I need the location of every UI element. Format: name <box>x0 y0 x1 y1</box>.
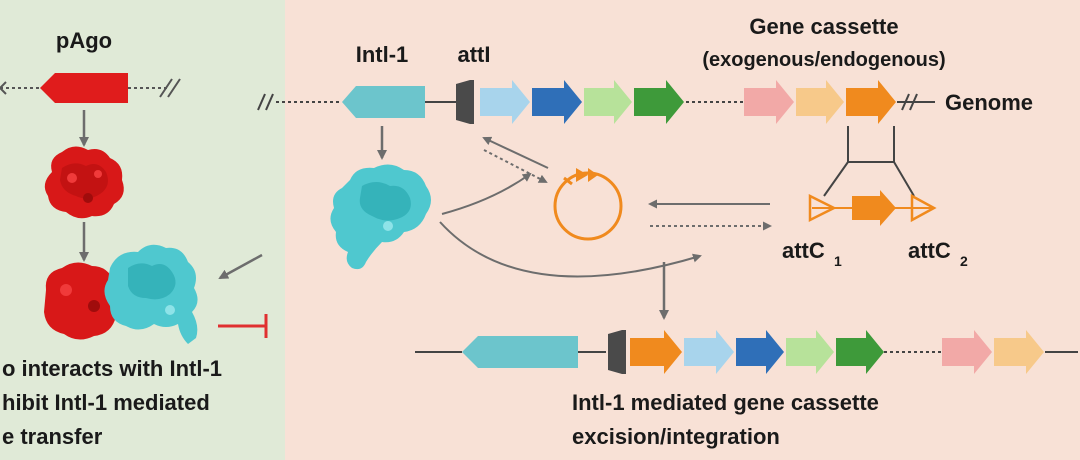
result-gene-pink <box>942 330 992 374</box>
result-atti-site <box>608 330 626 374</box>
incoming-intl1-arrow <box>218 253 263 280</box>
right-caption-line-1: Intl-1 mediated gene cassette <box>572 390 879 415</box>
integration-arrow-to-atti <box>482 136 549 169</box>
result-intl1-gene <box>462 336 578 368</box>
intl1-long-curve-arrow <box>439 221 702 278</box>
result-gene-light-blue <box>684 330 734 374</box>
cassette-gene-dark-blue <box>532 80 582 124</box>
result-gene-orange <box>630 330 682 374</box>
pago-protein-structure <box>44 146 124 219</box>
result-gene-light-green <box>786 330 834 374</box>
svg-text:attC: attC <box>908 238 951 263</box>
result-gene-peach <box>994 330 1044 374</box>
right-caption-line-2: excision/integration <box>572 424 780 449</box>
attc1-label: attC 1 <box>782 238 842 269</box>
result-gene-dark-green <box>836 330 884 374</box>
genome-label: Genome <box>945 90 1033 115</box>
cassette-gene-dark-green <box>634 80 684 124</box>
right-panel-background <box>285 0 1080 460</box>
cassette-gene-light-green <box>584 80 632 124</box>
cassette-gene-peach <box>796 80 844 124</box>
gene-cassette-title: Gene cassette <box>749 14 898 39</box>
intl1-protein-structure <box>330 164 431 270</box>
genome-backbone <box>257 93 935 111</box>
left-caption-line-2: hibit Intl-1 mediated <box>2 390 210 415</box>
pago-intl1-complex <box>44 244 198 344</box>
cassette-gene-light-blue <box>480 80 530 124</box>
left-caption-line-1: o interacts with Intl-1 <box>2 356 222 381</box>
atti-label: attI <box>458 42 491 67</box>
inhibition-symbol <box>218 314 268 338</box>
svg-text:1: 1 <box>834 253 842 269</box>
atti-site <box>456 80 474 124</box>
left-caption-line-3: e transfer <box>2 424 103 449</box>
gene-cassette-subtitle: (exogenous/endogenous) <box>702 49 945 71</box>
intl1-gene <box>342 86 425 118</box>
cassette-gene-orange <box>846 80 896 124</box>
intl1-label: Intl-1 <box>356 42 409 67</box>
cassette-gene-pink <box>744 80 794 124</box>
pago-gene-arrow <box>40 73 128 103</box>
intl1-acts-arrow <box>441 172 532 215</box>
svg-text:2: 2 <box>960 253 968 269</box>
excision-bracket <box>823 126 915 197</box>
excised-cassette <box>808 190 937 226</box>
left-panel-background <box>0 0 285 460</box>
attc2-label: attC 2 <box>908 238 968 269</box>
result-gene-dark-blue <box>736 330 784 374</box>
pago-label: pAgo <box>56 28 112 53</box>
left-chromosome-line <box>0 78 181 98</box>
svg-text:attC: attC <box>782 238 825 263</box>
excision-dotted-arrow <box>483 149 548 183</box>
circular-cassette <box>553 168 623 241</box>
